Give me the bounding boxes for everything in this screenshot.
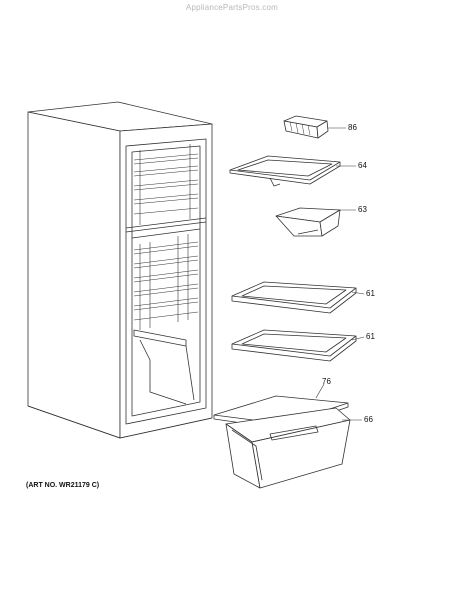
callout-86: 86 [348, 123, 357, 132]
refrigerator-cabinet [27, 101, 213, 439]
watermark: AppliancePartsPros.com [186, 3, 278, 12]
callout-61-upper: 61 [366, 289, 375, 298]
callout-63: 63 [358, 205, 367, 214]
ice-tray-part [283, 115, 329, 139]
glass-shelf-lower-part [231, 329, 357, 362]
door-bin-part [275, 207, 341, 237]
callout-76: 76 [322, 377, 331, 386]
callout-64: 64 [358, 161, 367, 170]
callout-61-lower: 61 [366, 332, 375, 341]
glass-shelf-upper-part [231, 281, 357, 314]
freezer-shelf-part [229, 155, 341, 187]
crisper-drawer-part [225, 407, 351, 489]
callout-66: 66 [364, 415, 373, 424]
art-number: (ART NO. WR21179 C) [26, 482, 100, 489]
